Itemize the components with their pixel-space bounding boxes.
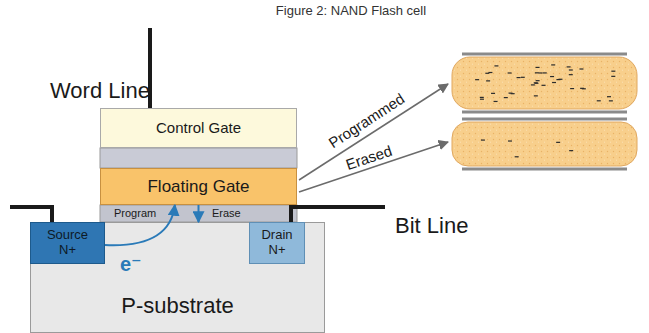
node-text: Control Gate [156,119,241,136]
electron-mark [543,72,547,73]
electron-mark [531,84,535,85]
electron-mark [607,96,611,97]
drain-region: Drain N+ [249,222,305,264]
electron-mark [556,142,560,143]
electron-label: e⁻ [120,254,142,274]
electron-mark [491,93,495,94]
electron-mark [542,85,546,86]
electron-mark [508,140,512,141]
electron-mark [515,156,519,157]
oxide-line [462,111,627,114]
electron-mark [551,64,555,65]
electron-mark [509,93,513,94]
floating-gate: Floating Gate [100,168,297,205]
erased-gate-closeup [452,122,637,166]
electron-mark [558,79,562,80]
electron-marks [475,65,615,157]
electron-mark [504,97,508,98]
electron-mark [488,72,492,73]
oxide-line [462,53,627,56]
leader-arrow [299,84,448,180]
wire-label: Bit Line [395,215,468,237]
node-text: Source N+ [42,228,94,258]
electron-mark [569,74,573,75]
electron-mark [609,100,613,101]
p-substrate: P-substrate Source N+ Drain N+ [30,222,325,333]
electron-mark [580,88,584,89]
electron-mark [569,69,573,70]
erase-arrow [198,205,200,222]
oxide-line [462,168,627,171]
electron-mark [508,72,512,73]
electron-mark [481,139,485,140]
electron-mark [550,76,554,77]
electron-mark [570,88,574,89]
leader-arrow [299,142,448,192]
electron-mark [567,66,571,67]
oxide-line [462,118,627,121]
program-arrow [105,205,175,245]
wire-label: Word Line [50,80,150,102]
electron-mark [521,77,525,78]
electron-mark [534,95,538,96]
source-region: Source N+ [30,222,105,264]
electron-mark [536,67,540,68]
node-text: Drain N+ [254,228,300,258]
electron-mark [597,100,601,101]
electron-mark [475,79,479,80]
operation-label: Erase [212,208,241,219]
electron-mark [535,72,539,73]
electron-mark [552,82,556,83]
electron-mark [536,80,540,81]
electron-mark [611,76,615,77]
electron-mark [480,97,484,98]
electron-mark [494,101,498,102]
electron-mark [534,82,538,83]
electron-mark [486,80,490,81]
tunnel-oxide [100,205,297,222]
electron-mark [517,77,521,78]
electron-mark [534,83,538,84]
electron-mark [539,72,543,73]
electron-mark [494,65,498,66]
electron-mark [480,99,484,100]
bit-line-wire [291,207,385,223]
control-gate: Control Gate [100,108,297,148]
electron-mark [569,150,573,151]
electron-mark [579,68,583,69]
source-contact [10,207,52,223]
figure-title: Figure 2: NAND Flash cell [276,4,426,17]
operation-label: Program [114,208,156,219]
electron-mark [611,71,615,72]
node-text: P-substrate [121,293,234,318]
charged-gate-closeup [452,57,637,109]
state-label: Programmed [326,90,407,150]
node-text: Floating Gate [147,177,249,197]
gate-dielectric [100,148,297,168]
